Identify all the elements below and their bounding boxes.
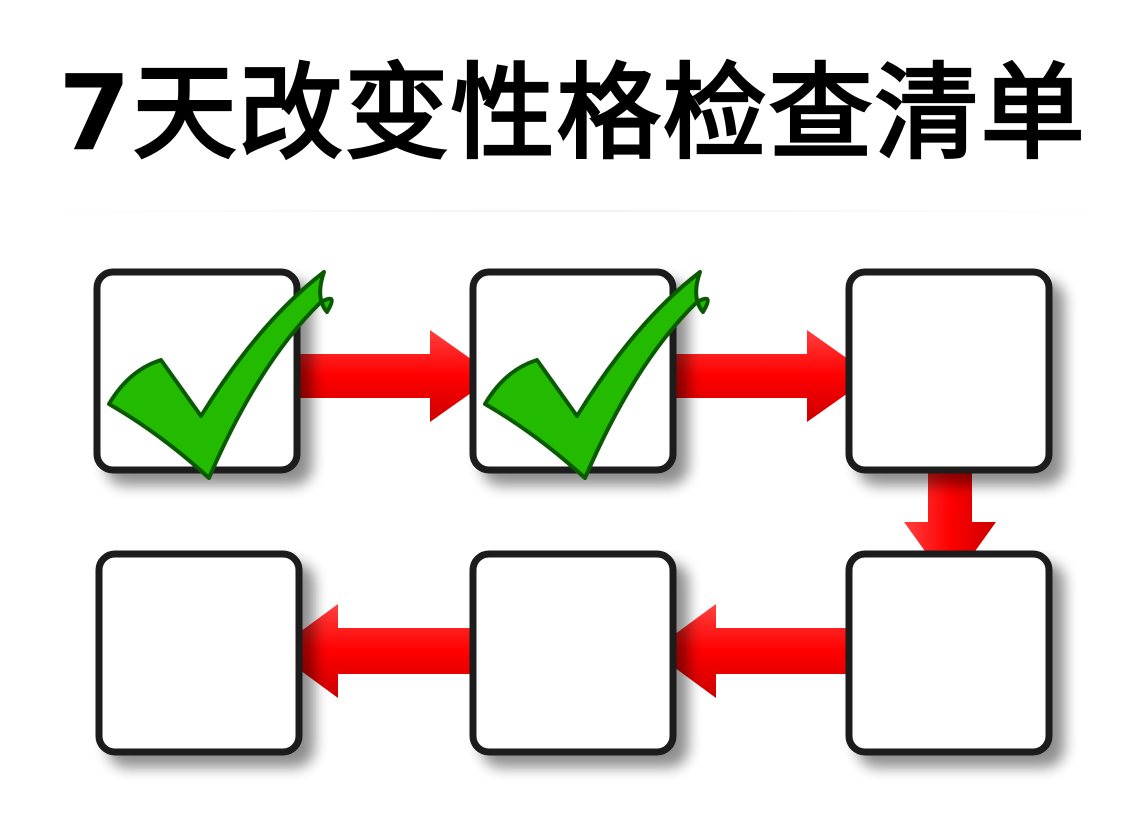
arrow-icon xyxy=(652,604,848,698)
arrow-icon xyxy=(904,472,996,586)
checkmark-icon xyxy=(483,270,710,480)
checkbox-day-3[interactable] xyxy=(845,268,1053,474)
arrow-icon xyxy=(274,604,470,698)
arrow-icon xyxy=(675,330,872,422)
page-title: 7天改变性格检查清单 xyxy=(58,52,1087,174)
checkbox-day-4[interactable] xyxy=(845,550,1053,756)
checkbox-day-5[interactable] xyxy=(469,550,677,756)
checkmark-icon xyxy=(107,270,334,480)
arrow-icon xyxy=(300,330,495,422)
divider xyxy=(40,210,1110,212)
checkbox-day-6[interactable] xyxy=(95,550,303,756)
